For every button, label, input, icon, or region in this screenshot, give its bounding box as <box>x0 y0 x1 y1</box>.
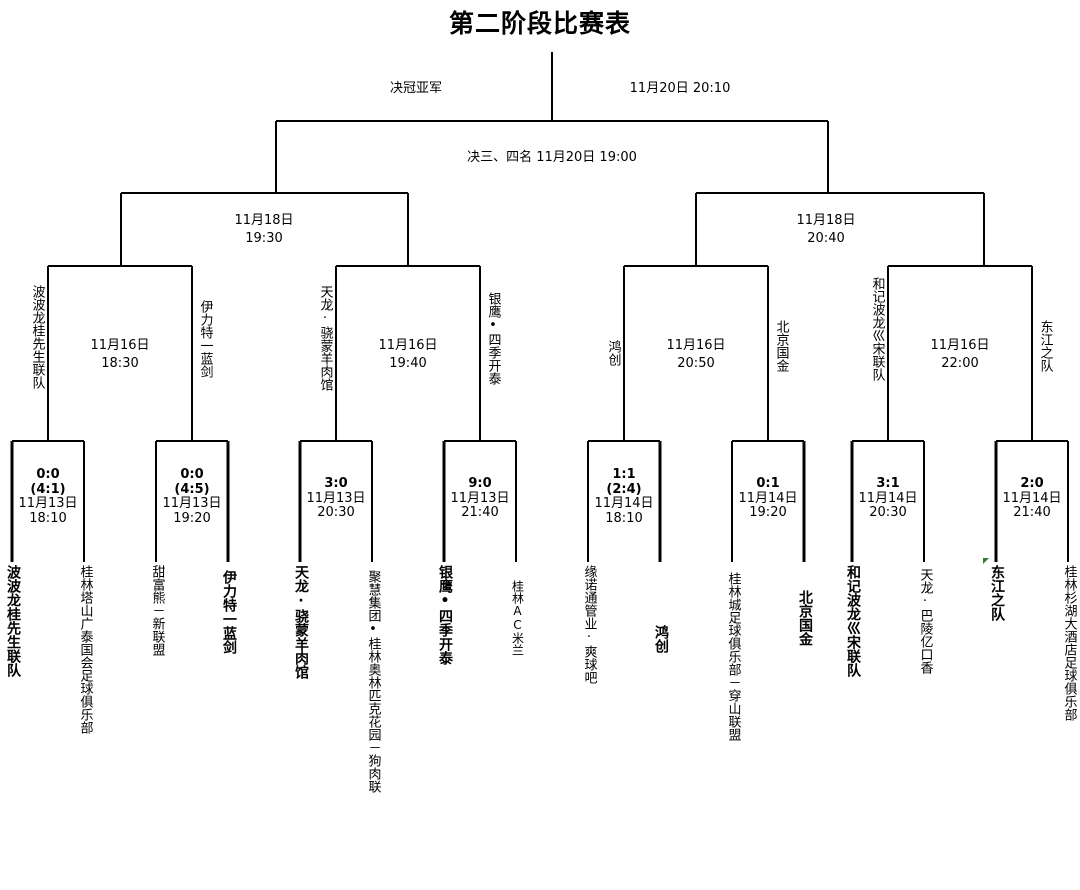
match-7-time: 20:30 <box>869 505 907 520</box>
semi-time-left: 11月18日 19:30 <box>234 213 294 246</box>
team-11: 桂林城足球俱乐部－穿山联盟 <box>725 572 741 741</box>
match-6-score: 0:1 <box>756 476 780 491</box>
match-4-time: 21:40 <box>461 505 499 520</box>
team-13: 和记波龙巛宋联队 <box>845 565 861 677</box>
quarter-time-1: 11月16日 18:30 <box>90 338 150 371</box>
team-12: 北京国金 <box>797 590 813 646</box>
match-3-date: 11月13日 <box>306 490 366 506</box>
match-5-date: 11月14日 <box>594 496 654 511</box>
match-5-score: 1:1 <box>612 467 636 482</box>
team-8: 桂林AC米兰 <box>510 580 525 656</box>
team-2: 桂林塔山广泰国会足球俱乐部 <box>77 565 93 734</box>
match-8-result: 2:0 11月14日 21:40 <box>992 476 1072 521</box>
match-5-time: 18:10 <box>605 510 643 526</box>
match-2-date: 11月13日 <box>162 496 222 511</box>
cell-marker-icon <box>983 558 989 564</box>
match-3-time: 20:30 <box>317 505 355 520</box>
match-3-score: 3:0 <box>324 476 348 491</box>
match-1-result: 0:0 (4:1) 11月13日 18:10 <box>8 467 88 526</box>
team-3: 甜富熊－新联盟 <box>149 565 165 656</box>
match-7-date: 11月14日 <box>858 490 918 506</box>
match-7-result: 3:1 11月14日 20:30 <box>848 476 928 521</box>
match-1-penalties: (4:1) <box>30 481 66 497</box>
quarter-4-left-team: 和记波龙巛宋联队 <box>869 277 885 381</box>
page-title: 第二阶段比赛表 <box>448 9 631 38</box>
match-1-score: 0:0 <box>36 467 60 482</box>
semi-time-right: 11月18日 20:40 <box>796 213 856 246</box>
match-1-date: 11月13日 <box>18 496 78 511</box>
match-6-result: 0:1 11月14日 19:20 <box>728 476 808 521</box>
quarter-1-left-team: 波波龙桂先生联队 <box>29 285 45 389</box>
match-5-penalties: (2:4) <box>606 481 642 497</box>
match-6-time: 19:20 <box>749 505 787 520</box>
team-6: 聚慧集团•桂林奥林匹克花园－狗肉联 <box>365 570 381 793</box>
match-2-penalties: (4:5) <box>174 481 210 497</box>
match-2-score: 0:0 <box>180 467 204 482</box>
match-6-date: 11月14日 <box>738 490 798 506</box>
quarter-2-right-team: 银鹰•四季开泰 <box>485 292 501 385</box>
quarter-1-right-team: 伊力特一蓝剑 <box>197 300 213 378</box>
final-label: 决冠亚军 <box>389 81 442 96</box>
quarter-3-right-team: 北京国金 <box>773 320 789 372</box>
team-5: 天龙·骁蒙羊肉馆 <box>293 565 309 679</box>
quarter-time-4: 11月16日 22:00 <box>930 338 990 371</box>
match-1-time: 18:10 <box>29 510 67 526</box>
team-15: 东江之队 <box>989 565 1005 621</box>
match-3-result: 3:0 11月13日 20:30 <box>296 476 376 521</box>
match-4-score: 9:0 <box>468 476 492 491</box>
team-10: 鸿创 <box>653 625 669 653</box>
match-5-result: 1:1 (2:4) 11月14日 18:10 <box>584 467 664 526</box>
quarter-4-right-team: 东江之队 <box>1037 320 1053 372</box>
quarter-time-2: 11月16日 19:40 <box>378 338 438 371</box>
team-1: 波波龙桂先生联队 <box>5 565 21 677</box>
third-place-label: 决三、四名 11月20日 19:00 <box>467 150 637 165</box>
match-2-result: 0:0 (4:5) 11月13日 19:20 <box>152 467 232 526</box>
match-4-date: 11月13日 <box>450 490 510 506</box>
team-16: 桂林杉湖大酒店足球俱乐部 <box>1061 565 1077 721</box>
team-14: 天龙·巴陵亿口香 <box>917 568 933 674</box>
final-time: 11月20日 20:10 <box>629 81 731 96</box>
match-7-score: 3:1 <box>876 476 900 491</box>
team-7: 银鹰•四季开泰 <box>437 565 453 665</box>
match-8-date: 11月14日 <box>1002 490 1062 506</box>
match-2-time: 19:20 <box>173 510 211 526</box>
team-9: 缘诺通管业·爽球吧 <box>581 565 597 684</box>
quarter-3-left-team: 鸿创 <box>605 340 621 366</box>
quarter-2-left-team: 天龙·骁蒙羊肉馆 <box>317 285 333 391</box>
team-4: 伊力特一蓝剑 <box>221 570 237 654</box>
quarter-time-3: 11月16日 20:50 <box>666 338 726 371</box>
match-4-result: 9:0 11月13日 21:40 <box>440 476 520 521</box>
match-8-score: 2:0 <box>1020 476 1044 491</box>
match-8-time: 21:40 <box>1013 505 1051 520</box>
